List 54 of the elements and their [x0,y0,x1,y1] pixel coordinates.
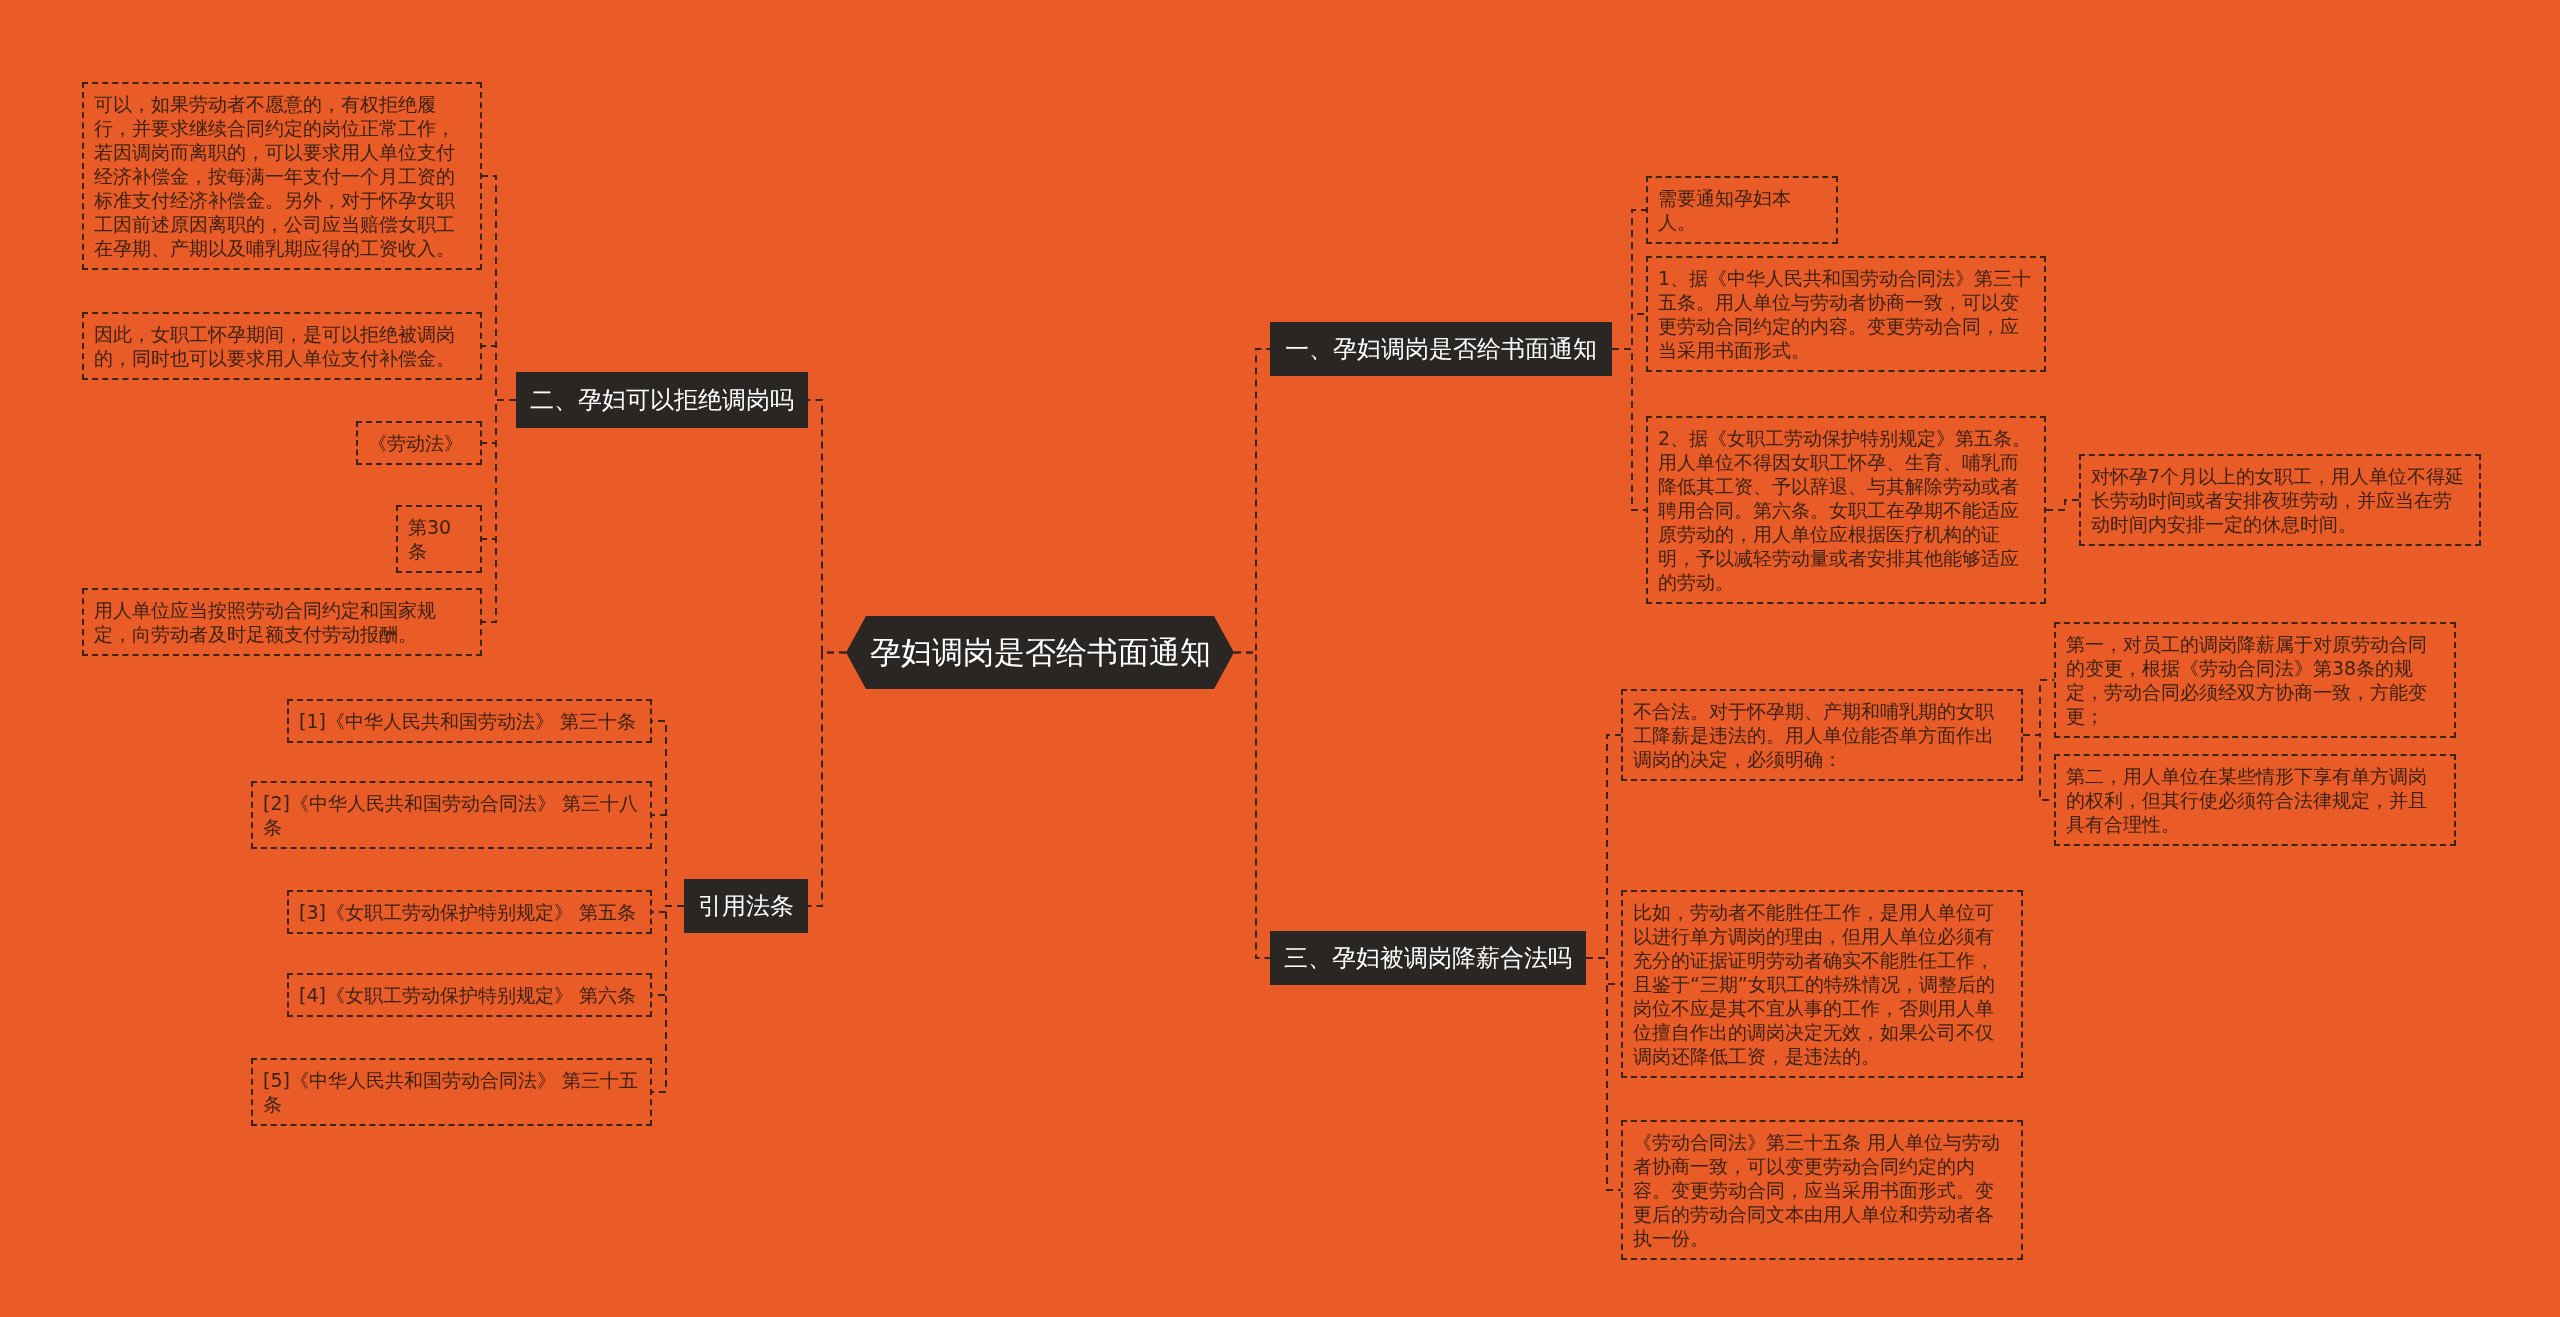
connector-line [651,905,685,1093]
note-text: 第二，用人单位在某些情形下享有单方调岗的权利，但其行使必须符合法律规定，并且具有合理性。 [2066,765,2427,835]
note-box [1646,416,2046,604]
topic-label: 二、孕妇可以拒绝调岗吗 [530,385,794,416]
note-text: 可以，如果劳动者不愿意的，有权拒绝履行，并要求继续合同约定的岗位正常工作，若因调岗而离职的，可以要求用人单位支付经济补偿金，按每满一年支付一个月工资的标准支付经济补偿金。另外，对于怀孕女职工因前述原因离职的，公司应当赔偿女职工在孕期、产期以及哺乳期应得的工资收入。 [94,93,455,259]
note-box [396,505,482,573]
note-box [287,973,652,1017]
note-text: 第一，对员工的调岗降薪属于对原劳动合同的变更，根据《劳动合同法》第38条的规定，劳动合同必须经双方协商一致，方能变更； [2066,633,2427,727]
note-box [82,82,482,270]
note-text: 《劳动合同法》第三十五条 用人单位与劳动者协商一致，可以变更劳动合同约定的内容。变更劳动合同，应当采用书面形式。变更后的劳动合同文本由用人单位和劳动者各执一份。 [1633,1131,2001,1249]
note-box [2054,622,2456,738]
topic-box [684,879,808,933]
note-text: 用人单位应当按照劳动合同约定和国家规定，向劳动者及时足额支付劳动报酬。 [94,599,436,645]
topic-box [516,372,808,428]
note-box [2054,754,2456,846]
note-text: 需要通知孕妇本人。 [1658,187,1791,233]
note-box [287,890,652,934]
connector-line [1585,957,1622,1191]
note-text: [5]《中华人民共和国劳动合同法》 第三十五条 [263,1069,638,1115]
note-box [251,781,652,849]
note-box [1621,1120,2023,1260]
note-text: 对怀孕7个月以上的女职工，用人单位不得延长劳动时间或者安排夜班劳动，并应当在劳动时间内安排一定的休息时间。 [2091,465,2465,535]
note-box [251,1058,652,1126]
note-text: 《劳动法》 [368,432,463,454]
note-text: 2、据《女职工劳动保护特别规定》第五条。用人单位不得因女职工怀孕、生育、哺乳而降低其工资、予以辞退、与其解除劳动或者聘用合同。第六条。女职工在孕期不能适应原劳动的，用人单位应根据医疗机构的证明，予以减轻劳动量或者安排其他能够适应的劳动。 [1658,427,2032,593]
note-text: [2]《中华人民共和国劳动合同法》 第三十八条 [263,792,638,838]
connector-line [2045,499,2080,511]
note-box [82,312,482,380]
note-box [287,699,652,743]
note-text: 1、据《中华人民共和国劳动合同法》第三十五条。用人单位与劳动者协商一致，可以变更劳动合同约定的内容。变更劳动合同，应当采用书面形式。 [1658,267,2032,361]
connector-line [1611,348,1647,511]
note-box [1621,890,2023,1078]
topic-box [1270,931,1586,985]
note-box [1646,256,2046,372]
topic-box [1270,322,1612,376]
note-text: [1]《中华人民共和国劳动法》 第三十条 [299,710,636,732]
central-topic-label: 孕妇调岗是否给书面通知 [869,632,1211,672]
note-box [356,421,482,465]
connector-line [481,399,517,623]
note-text: [4]《女职工劳动保护特别规定》 第六条 [299,984,636,1006]
note-box [1646,176,1838,244]
note-text: 因此，女职工怀孕期间，是可以拒绝被调岗的，同时也可以要求用人单位支付补偿金。 [94,323,455,369]
note-text: 比如，劳动者不能胜任工作，是用人单位可以进行单方调岗的理由，但用人单位必须有充分的证据证明劳动者确实不能胜任工作，且鉴于“三期”女职工的特殊情况，调整后的岗位不应是其不宜从事的工作，否则用人单位擅自作出的调岗决定无效，如果公司不仅调岗还降低工资，是违法的。 [1633,901,1995,1067]
topic-label: 一、孕妇调岗是否给书面通知 [1285,334,1597,365]
note-text: [3]《女职工劳动保护特别规定》 第五条 [299,901,636,923]
note-text: 第30条 [408,516,452,562]
topic-label: 引用法条 [698,891,794,922]
note-box [2079,454,2481,546]
note-text: 不合法。对于怀孕期、产期和哺乳期的女职工降薪是违法的。用人单位能否单方面作出调岗的决定，必须明确： [1633,700,1994,770]
connector-line [1233,651,1271,959]
note-box [1621,689,2023,781]
note-box [82,588,482,656]
topic-label: 三、孕妇被调岗降薪合法吗 [1284,943,1572,974]
connector-line [807,651,847,907]
